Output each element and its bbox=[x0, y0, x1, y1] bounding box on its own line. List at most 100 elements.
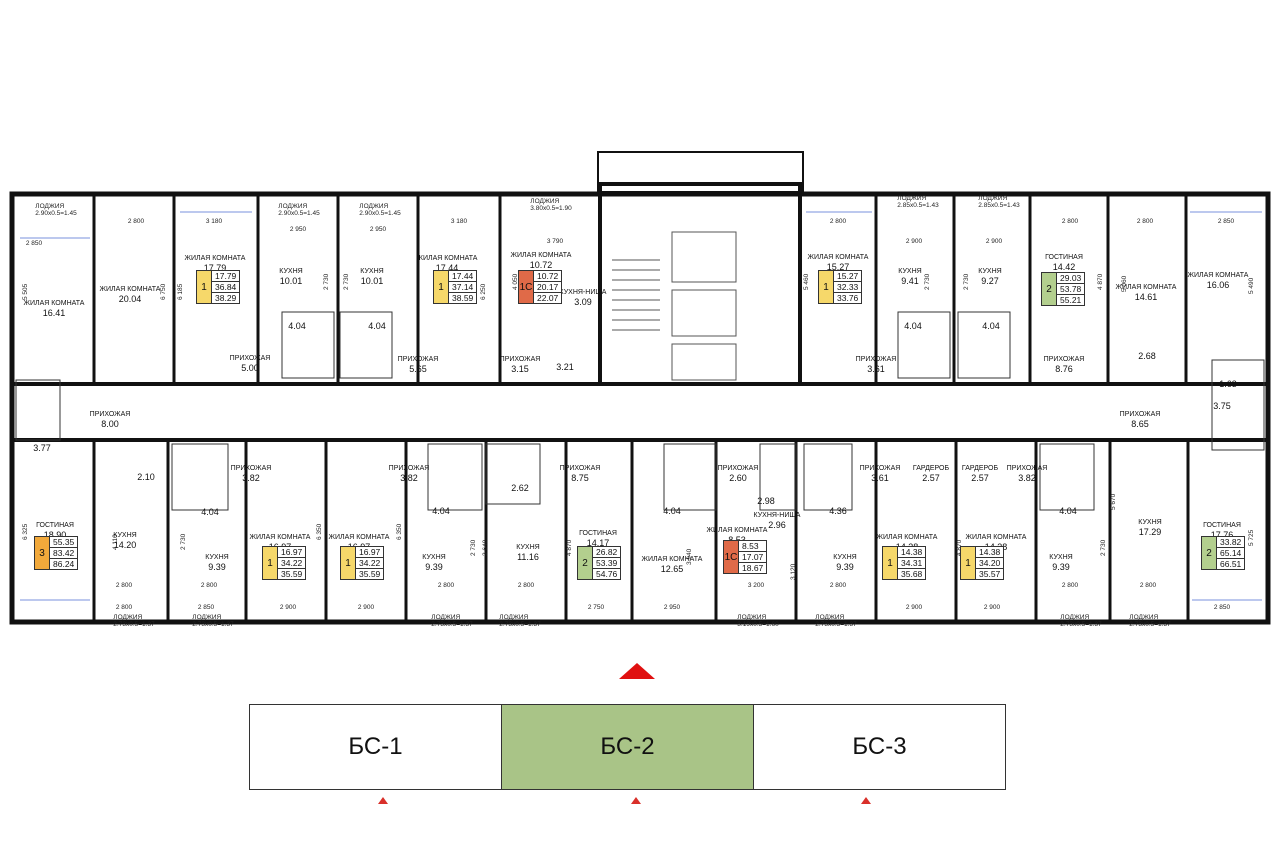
dimension-lines bbox=[20, 211, 1262, 601]
room-area: 17.76 bbox=[1210, 530, 1234, 540]
room-name: ЖИЛАЯ КОМНАТА bbox=[510, 252, 572, 259]
room-name: КУХНЯ bbox=[1138, 519, 1162, 526]
wet-area-value: 4.04 bbox=[288, 321, 306, 331]
dimension-vertical: 6 350 bbox=[396, 523, 403, 540]
dimension-horizontal: 2 800 bbox=[200, 582, 218, 589]
loggia-calc: 2.73x0.5=1.37 bbox=[499, 621, 541, 628]
apartment-area-value: 83.42 bbox=[50, 548, 78, 559]
dimension-horizontal: 2 800 bbox=[1061, 582, 1079, 589]
room-area: 9.39 bbox=[208, 562, 226, 572]
dimension-vertical: 2 730 bbox=[924, 273, 931, 290]
apartment-area-value: 33.82 bbox=[1217, 537, 1245, 548]
dimension-horizontal: 2 800 bbox=[1139, 582, 1157, 589]
apartment-area-value: 35.59 bbox=[281, 569, 303, 579]
room-name: ЖИЛАЯ КОМНАТА bbox=[328, 534, 390, 541]
section-bs1[interactable]: БС-1 bbox=[250, 705, 502, 789]
loggia-calc: 2.85x0.5=1.43 bbox=[897, 202, 939, 209]
wet-area-value: 2.10 bbox=[137, 472, 155, 482]
room-name: КУХНЯ bbox=[279, 268, 303, 275]
room-area: 17.29 bbox=[1138, 527, 1162, 537]
apartment-rooms: 1 bbox=[819, 271, 834, 303]
room-name: КУХНЯ bbox=[516, 544, 540, 551]
room-area: 14.42 bbox=[1052, 262, 1076, 272]
dimension-horizontal: 2 850 bbox=[197, 604, 215, 611]
apartment-area-value: 53.39 bbox=[593, 558, 621, 569]
dimension-horizontal: 2 800 bbox=[829, 582, 847, 589]
room-name: ЖИЛАЯ КОМНАТА bbox=[1187, 272, 1249, 279]
room-area: 5.00 bbox=[241, 363, 259, 373]
loggia-name: ЛОДЖИЯ bbox=[815, 614, 845, 621]
dimension-horizontal: 2 800 bbox=[127, 218, 145, 225]
apartment-area-value: 15.27 bbox=[834, 271, 862, 282]
room-name: ЖИЛАЯ КОМНАТА bbox=[1115, 284, 1177, 291]
loggia-name: ЛОДЖИЯ bbox=[278, 203, 308, 210]
room-name: ГОСТИНАЯ bbox=[579, 530, 617, 537]
room-area: 2.96 bbox=[768, 520, 786, 530]
dimension-vertical: 5 670 bbox=[1110, 493, 1117, 510]
dimension-horizontal: 2 900 bbox=[905, 238, 923, 245]
roof-box bbox=[597, 151, 804, 193]
room-name: ПРИХОЖАЯ bbox=[1006, 465, 1048, 472]
dimension-vertical: 6 325 bbox=[22, 523, 29, 540]
apartment-area-value: 17.07 bbox=[739, 552, 767, 563]
apartment-area-value: 37.14 bbox=[449, 282, 477, 293]
apartment-area-value: 34.20 bbox=[976, 558, 1004, 569]
room-area: 8.00 bbox=[101, 419, 119, 429]
apartment-area-value: 20.17 bbox=[534, 282, 562, 293]
apartment-rooms: 1 bbox=[341, 547, 356, 579]
dimension-vertical: 6 350 bbox=[316, 523, 323, 540]
room-area: 3.82 bbox=[400, 473, 418, 483]
dimension-horizontal: 2 950 bbox=[663, 604, 681, 611]
room-area: 16.41 bbox=[42, 308, 66, 318]
dimension-horizontal: 2 900 bbox=[985, 238, 1003, 245]
apartment-area-value: 54.76 bbox=[596, 569, 618, 579]
dimension-vertical: 3 120 bbox=[790, 563, 797, 580]
room-area: 10.01 bbox=[279, 276, 303, 286]
room-name: ПРИХОЖАЯ bbox=[230, 465, 272, 472]
room-area: 8.76 bbox=[1055, 364, 1073, 374]
section-bs3[interactable]: БС-3 bbox=[852, 733, 907, 760]
outer-wall bbox=[9, 191, 1271, 625]
section-bs2[interactable]: БС-2 bbox=[502, 705, 754, 789]
room-name: КУХНЯ bbox=[360, 268, 384, 275]
dimension-vertical: 2 730 bbox=[470, 539, 477, 556]
room-name: КУХНЯ bbox=[833, 554, 857, 561]
apartment-area-value: 38.59 bbox=[452, 293, 474, 303]
apartment-area-value: 36.84 bbox=[212, 282, 240, 293]
room-name: КУХНЯ bbox=[1049, 554, 1073, 561]
dimension-vertical: 5 060 bbox=[1121, 275, 1128, 292]
dimension-vertical: 2 730 bbox=[1100, 539, 1107, 556]
loggia-name: ЛОДЖИЯ bbox=[431, 614, 461, 621]
apartment-rooms: 3 bbox=[35, 537, 50, 569]
